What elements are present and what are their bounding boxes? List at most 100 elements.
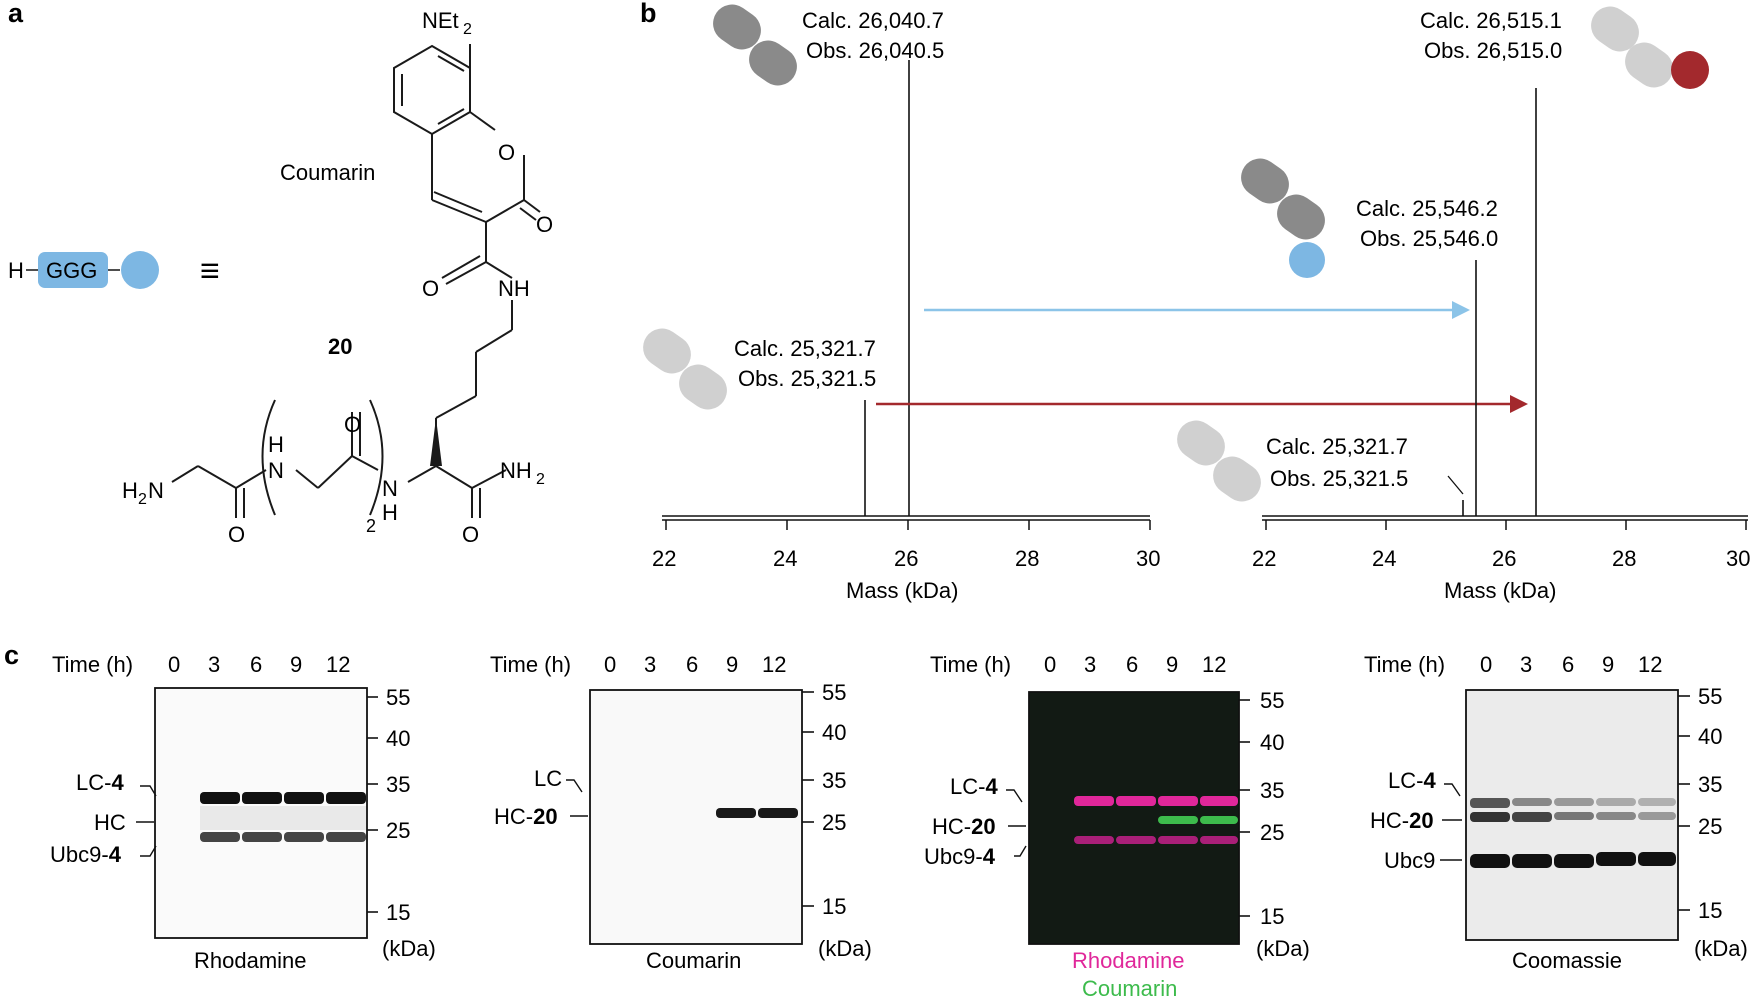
gel3-label-hc: HC-20 bbox=[932, 814, 996, 839]
left-tick-22: 22 bbox=[652, 546, 676, 571]
coumarin-name: Coumarin bbox=[280, 160, 375, 185]
gel1-time-6: 6 bbox=[250, 652, 262, 677]
gel2-marker-40: 40 bbox=[822, 720, 846, 745]
left-tick-24: 24 bbox=[773, 546, 797, 571]
gel3-name-rhodamine: Rhodamine bbox=[1072, 948, 1185, 973]
gel4-time-9: 9 bbox=[1602, 652, 1614, 677]
gel2-marker-35: 35 bbox=[822, 768, 846, 793]
gel2-marker-15: 15 bbox=[822, 894, 846, 919]
gel-coomassie: Time (h) 0 3 6 9 12 55 40 35 25 15 (kDa)… bbox=[1364, 652, 1748, 973]
gel-rhodamine: Time (h) 0 3 6 9 12 55 40 35 25 15 (kDa)… bbox=[50, 652, 436, 973]
gel1-name: Rhodamine bbox=[194, 948, 307, 973]
gel3-marker-35: 35 bbox=[1260, 778, 1284, 803]
scheme-h: H bbox=[8, 258, 24, 283]
gel1-marker-15: 15 bbox=[386, 900, 410, 925]
left-tick-26: 26 bbox=[894, 546, 918, 571]
ggg-label: GGG bbox=[46, 258, 97, 283]
gel2-time-12: 12 bbox=[762, 652, 786, 677]
gel4-marker-40: 40 bbox=[1698, 724, 1722, 749]
gel4-time-12: 12 bbox=[1638, 652, 1662, 677]
gel4-name: Coomassie bbox=[1512, 948, 1622, 973]
net2-label: NEt bbox=[422, 8, 459, 33]
gel2-name: Coumarin bbox=[646, 948, 741, 973]
light-protein-dimer-icon bbox=[643, 328, 727, 410]
nh2-label: NH bbox=[500, 458, 532, 483]
gel3-name-coumarin: Coumarin bbox=[1082, 976, 1177, 1000]
gel3-marker-40: 40 bbox=[1260, 730, 1284, 755]
gel4-time-6: 6 bbox=[1562, 652, 1574, 677]
gel3-kda: (kDa) bbox=[1256, 936, 1310, 961]
gel3-time-12: 12 bbox=[1202, 652, 1226, 677]
gly-o-low: O bbox=[228, 522, 245, 547]
right-tick-26: 26 bbox=[1492, 546, 1516, 571]
gel2-marker-55: 55 bbox=[822, 680, 846, 705]
gel3-time-3: 3 bbox=[1084, 652, 1096, 677]
right-tick-28: 28 bbox=[1612, 546, 1636, 571]
gel-merge: Time (h) 0 3 6 9 12 55 40 35 25 15 (kDa)… bbox=[924, 652, 1310, 1001]
net2-sub: 2 bbox=[463, 21, 472, 38]
fluorophore-dot bbox=[121, 251, 159, 289]
right-obs-2: Obs. 25,546.0 bbox=[1360, 226, 1498, 251]
h2n-n: N bbox=[148, 478, 164, 503]
right-spectrum: 22 24 26 28 30 Mass (kDa) Calc. 26,515.1… bbox=[1177, 6, 1750, 603]
lys-h: H bbox=[382, 500, 398, 525]
left-calc-2: Calc. 25,321.7 bbox=[734, 336, 876, 361]
compound-number: 20 bbox=[328, 334, 352, 359]
left-spectrum: 22 24 26 28 30 Mass (kDa) Calc. 26,040.7… bbox=[643, 4, 1160, 603]
gel-coumarin: Time (h) 0 3 6 9 12 55 40 35 25 15 (kDa)… bbox=[490, 652, 872, 973]
left-obs-2: Obs. 25,321.5 bbox=[738, 366, 876, 391]
right-leader-line bbox=[1447, 475, 1464, 495]
panel-letter-b: b bbox=[640, 0, 657, 28]
gel2-label-lc: LC bbox=[534, 766, 562, 791]
blue-arrowhead bbox=[1452, 301, 1470, 319]
gel3-label-ubc9: Ubc9-4 bbox=[924, 844, 996, 869]
right-obs-1: Obs. 26,515.0 bbox=[1424, 38, 1562, 63]
gel2-time-3: 3 bbox=[644, 652, 656, 677]
gel4-marker-55: 55 bbox=[1698, 684, 1722, 709]
gly-o-mid: O bbox=[344, 412, 361, 437]
gel3-marker-15: 15 bbox=[1260, 904, 1284, 929]
gel1-time-0: 0 bbox=[168, 652, 180, 677]
gel1-label-lc: LC-4 bbox=[76, 770, 124, 795]
gel1-marker-25: 25 bbox=[386, 818, 410, 843]
gel3-marker-25: 25 bbox=[1260, 820, 1284, 845]
right-obs-3: Obs. 25,321.5 bbox=[1270, 466, 1408, 491]
gel4-time-3: 3 bbox=[1520, 652, 1532, 677]
gly-h-top: H bbox=[268, 432, 284, 457]
gel1-marker-40: 40 bbox=[386, 726, 410, 751]
gel3-time-0: 0 bbox=[1044, 652, 1056, 677]
gel4-label-ubc9: Ubc9 bbox=[1384, 848, 1435, 873]
lys-n: N bbox=[382, 476, 398, 501]
gel1-frame bbox=[154, 687, 368, 939]
gel4-marker-25: 25 bbox=[1698, 814, 1722, 839]
gel4-marker-15: 15 bbox=[1698, 898, 1722, 923]
gel1-marker-55: 55 bbox=[386, 685, 410, 710]
gly-n-mid: N bbox=[268, 458, 284, 483]
blue-labeled-dimer-icon bbox=[1241, 158, 1325, 278]
gel4-label-hc: HC-20 bbox=[1370, 808, 1434, 833]
gel1-label-ubc9: Ubc9-4 bbox=[50, 842, 122, 867]
right-tick-24: 24 bbox=[1372, 546, 1396, 571]
amide-nh: NH bbox=[498, 276, 530, 301]
gel2-time-0: 0 bbox=[604, 652, 616, 677]
panel-letter-c: c bbox=[4, 640, 19, 670]
compound-20-structure bbox=[171, 44, 541, 518]
gel2-marker-25: 25 bbox=[822, 810, 846, 835]
right-tick-22: 22 bbox=[1252, 546, 1276, 571]
light-dimer-icon-right bbox=[1177, 420, 1261, 502]
gel2-time-label: Time (h) bbox=[490, 652, 571, 677]
gel1-kda: (kDa) bbox=[382, 936, 436, 961]
repeat-count: 2 bbox=[366, 516, 376, 536]
c-terminal-oxygen: O bbox=[462, 522, 479, 547]
left-xlabel: Mass (kDa) bbox=[846, 578, 958, 603]
gel3-marker-55: 55 bbox=[1260, 688, 1284, 713]
left-calc-1: Calc. 26,040.7 bbox=[802, 8, 944, 33]
right-calc-3: Calc. 25,321.7 bbox=[1266, 434, 1408, 459]
gel3-time-label: Time (h) bbox=[930, 652, 1011, 677]
red-arrowhead bbox=[1510, 395, 1528, 413]
right-calc-1: Calc. 26,515.1 bbox=[1420, 8, 1562, 33]
ring-oxygen: O bbox=[498, 140, 515, 165]
gel2-label-hc: HC-20 bbox=[494, 804, 558, 829]
gel1-marker-35: 35 bbox=[386, 772, 410, 797]
